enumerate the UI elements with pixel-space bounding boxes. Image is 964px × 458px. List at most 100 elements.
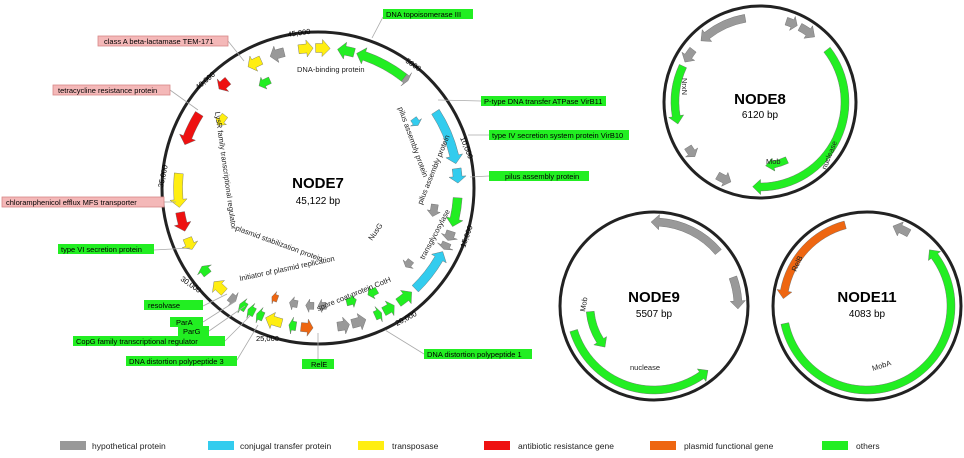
- callout-resolvase: resolvase: [148, 301, 180, 310]
- gene-arrow: [216, 77, 232, 92]
- node8-genes: [668, 14, 850, 196]
- legend-swatch-conjugal: [208, 441, 234, 450]
- node7-inner-label-pilus-1: pilus assembly protein: [396, 106, 430, 179]
- gene-arrow: [305, 298, 315, 313]
- gene-arrow: [300, 318, 314, 337]
- legend-label-transposase: transposase: [392, 441, 439, 451]
- legend-swatch-others: [822, 441, 848, 450]
- gene-arrow: [395, 290, 412, 307]
- gene-arrow: [315, 38, 331, 58]
- callout-box: [144, 300, 203, 310]
- callout-box: [58, 244, 154, 254]
- gene-arrow: [650, 214, 722, 255]
- node7-inner-label-lysr: LysR family transcriptional regulator: [213, 111, 239, 231]
- callout-rele: RelE: [311, 360, 327, 369]
- gene-arrow: [179, 111, 204, 145]
- node11-size: 4083 bp: [849, 309, 886, 320]
- gene-arrow: [765, 156, 789, 172]
- gene-arrow: [437, 240, 454, 251]
- callout-chloramphenicol: chloramphenicol efflux MFS transporter: [6, 198, 137, 207]
- callout-box: [383, 9, 473, 19]
- gene-arrow: [700, 14, 747, 42]
- node7-title: NODE7: [292, 175, 344, 192]
- gene-arrow: [197, 264, 212, 278]
- gene-arrow: [776, 220, 847, 299]
- node9-genes: [569, 214, 746, 395]
- node9-title: NODE9: [628, 289, 680, 306]
- node7-tick-15000: 15,000: [458, 224, 474, 249]
- legend-label-plasmid: plasmid functional gene: [684, 441, 774, 451]
- callout-virb10: type IV secretion system protein VirB10: [492, 131, 623, 140]
- callout-box: [97, 35, 229, 47]
- node11-label-relb: RelB: [790, 254, 805, 273]
- callout-box: [178, 326, 209, 336]
- gene-arrow: [445, 197, 464, 227]
- gene-arrow: [297, 39, 314, 58]
- gene-arrow: [271, 291, 280, 304]
- callout-copg: CopG family transcriptional regulator: [76, 337, 198, 346]
- gene-arrow: [367, 286, 380, 300]
- gene-arrow: [246, 303, 257, 319]
- gene-arrow: [247, 55, 264, 72]
- gene-arrow: [289, 296, 299, 310]
- node7-inner-label-dna-binding: DNA-binding protein: [297, 65, 365, 74]
- gene-arrow: [181, 236, 199, 250]
- gene-arrow: [400, 72, 412, 87]
- callout-box: [73, 336, 225, 346]
- gene-arrow: [780, 249, 956, 395]
- gene-arrow: [212, 280, 228, 296]
- callout-virb11: P-type DNA transfer ATPase VirB11: [484, 97, 602, 106]
- node8-backbone: [662, 4, 858, 200]
- node11-backbone: [771, 210, 963, 402]
- gene-arrow: [336, 316, 350, 335]
- callout-box: [1, 196, 165, 208]
- node8-map: NODE8 6120 bp NrxN nuclease Mob: [662, 4, 858, 200]
- callout-box: [170, 317, 203, 327]
- callout-tem171: class A beta-lactamase TEM-171: [104, 37, 214, 46]
- node8-title: NODE8: [734, 91, 786, 108]
- node11-map: NODE11 4083 bp RelB MobA: [771, 210, 963, 402]
- gene-arrow: [226, 292, 239, 307]
- gene-arrow: [752, 46, 850, 196]
- gene-arrow: [426, 203, 441, 217]
- node9-size: 5507 bp: [636, 309, 673, 320]
- node7-inner-label-nusg: NusG: [366, 221, 384, 242]
- callout-dna-distortion-3: DNA distortion polypeptide 3: [129, 357, 224, 366]
- node7-map: 5000 10,000 15,000 20,000 25,000 30,000 …: [1, 9, 629, 369]
- callout-parg: ParG: [183, 327, 201, 336]
- gene-arrow: [255, 307, 266, 324]
- node9-label-mob: Mob: [578, 296, 589, 312]
- node7-tick-25000: 25,000: [256, 334, 279, 343]
- callout-box: [489, 171, 589, 181]
- gene-arrow: [441, 229, 458, 241]
- gene-arrow: [269, 45, 286, 63]
- gene-arrow: [350, 313, 367, 331]
- gene-arrow: [569, 329, 709, 395]
- gene-arrow: [317, 298, 327, 313]
- node7-tick-20000: 20,000: [394, 309, 418, 328]
- node11-title: NODE11: [837, 289, 896, 306]
- callout-dna-topoisomerase: DNA topoisomerase III: [386, 10, 461, 19]
- node7-size: 45,122 bp: [296, 196, 341, 207]
- node7-tick-40000: 40,000: [194, 70, 217, 92]
- gene-arrow: [715, 171, 732, 187]
- legend-label-antibiotic: antibiotic resistance gene: [518, 441, 614, 451]
- legend-label-hypothetical: hypothetical protein: [92, 441, 166, 451]
- callout-type-vi: type VI secretion protein: [61, 245, 142, 254]
- gene-arrow: [409, 116, 422, 127]
- gene-arrow: [431, 109, 464, 164]
- node11-label-moba: MobA: [871, 358, 892, 373]
- legend-swatch-transposase: [358, 441, 384, 450]
- gene-arrow: [448, 167, 467, 184]
- legend-swatch-plasmid: [650, 441, 676, 450]
- node7-inner-label-stabilization: plasmid stabilization protein: [234, 223, 324, 263]
- gene-arrow: [372, 306, 383, 322]
- gene-arrow: [258, 76, 272, 90]
- gene-arrow: [784, 15, 798, 31]
- node7-tick-35000: 35,000: [156, 164, 170, 188]
- callout-para: ParA: [176, 318, 193, 327]
- legend-swatch-hypothetical: [60, 441, 86, 450]
- callout-dna-distortion-1: DNA distortion polypeptide 1: [427, 350, 522, 359]
- gene-arrow: [892, 221, 912, 237]
